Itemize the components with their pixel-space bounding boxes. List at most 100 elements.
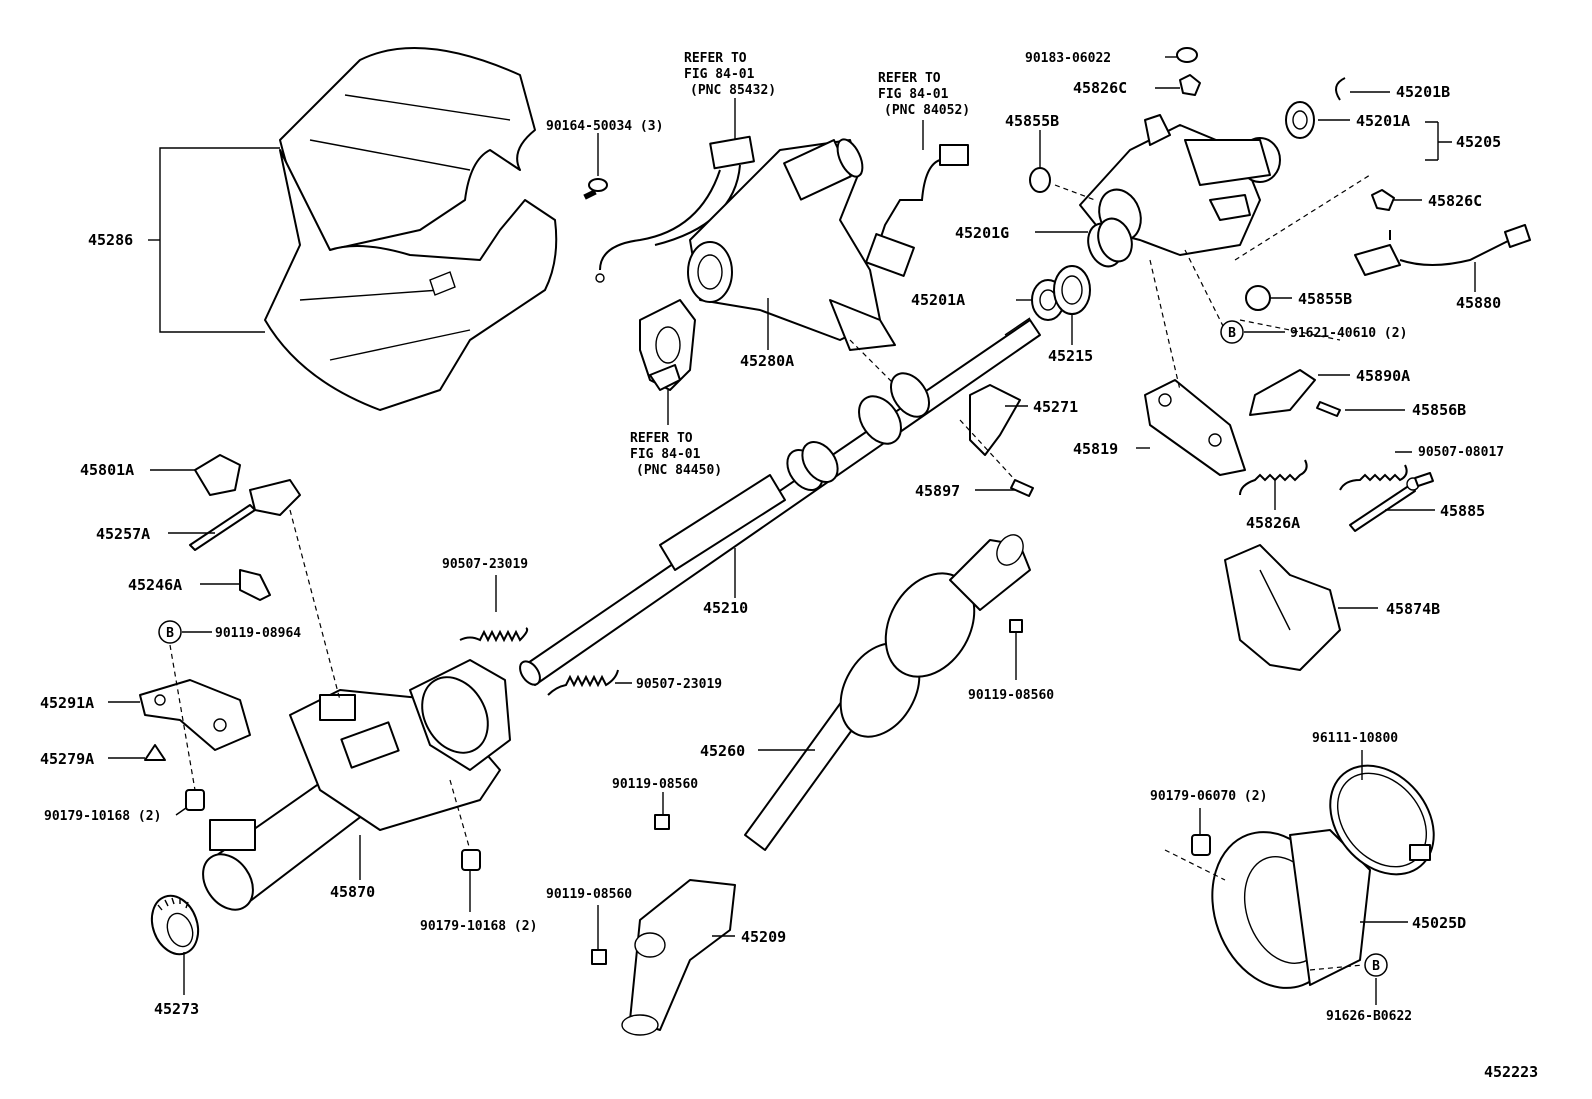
- bracket-45819-drawing: [1144, 379, 1246, 476]
- label-45870: 45870: [330, 883, 375, 901]
- label-45201A-top: 45201A: [1356, 112, 1410, 130]
- bearing-45201A-top-drawing: [1285, 101, 1315, 139]
- label-45273: 45273: [154, 1000, 199, 1018]
- bolt-45855B-top-drawing: [1029, 167, 1051, 193]
- label-45826C-right: 45826C: [1428, 192, 1482, 210]
- label-45201A-mid: 45201A: [911, 291, 965, 309]
- cover-45025D-drawing: [1211, 829, 1371, 989]
- label-90507-23019-upper: 90507-23019: [442, 557, 528, 572]
- bolt-45855B-mid-drawing: [1245, 285, 1271, 311]
- label-45897: 45897: [915, 482, 960, 500]
- diagram-code: 452223: [1484, 1063, 1538, 1081]
- label-45209: 45209: [741, 928, 786, 946]
- refer-84450-line1: REFER TO: [630, 431, 693, 446]
- plate-45291A-drawing: [139, 679, 251, 751]
- label-45855B-mid: 45855B: [1298, 290, 1352, 308]
- clip-45246A-drawing: [239, 569, 271, 601]
- clip-45801A-drawing: [194, 454, 241, 496]
- bolt-90119-08560-a-drawing: [1009, 619, 1023, 648]
- label-90179-10168-left: 90179-10168 (2): [44, 809, 161, 824]
- spring-45201G-drawing: [1087, 217, 1133, 268]
- wire-45880-drawing: [1354, 224, 1531, 276]
- main-shaft-45210-drawing: [519, 317, 1041, 686]
- bolt-90119-08560-c-drawing: [591, 949, 607, 965]
- universal-joint-45209-drawing: [621, 879, 736, 1036]
- label-45880: 45880: [1456, 294, 1501, 312]
- label-45801A: 45801A: [80, 461, 134, 479]
- label-90164-50034: 90164-50034 (3): [546, 119, 663, 134]
- label-45855B-top: 45855B: [1005, 112, 1059, 130]
- lock-housing-45280A-drawing: [687, 138, 896, 351]
- label-90507-08017: 90507-08017: [1418, 445, 1504, 460]
- intermediate-shaft-45260-drawing: [744, 534, 1031, 851]
- label-90179-10168-bottom: 90179-10168 (2): [420, 919, 537, 934]
- label-45279A: 45279A: [40, 750, 94, 768]
- label-45826A: 45826A: [1246, 514, 1300, 532]
- clip-90183-drawing: [1176, 47, 1198, 63]
- ring-45215-drawing: [1053, 265, 1091, 315]
- column-cover-drawing: [264, 47, 558, 411]
- label-45874B: 45874B: [1386, 600, 1440, 618]
- label-45215: 45215: [1048, 347, 1093, 365]
- b-marker-upper-right: B: [1220, 320, 1244, 344]
- spring-90507-b-drawing: [547, 669, 619, 696]
- label-45819: 45819: [1073, 440, 1118, 458]
- pin-45856B-drawing: [1316, 401, 1341, 417]
- bearing-45273-drawing: [150, 894, 200, 956]
- label-45280A: 45280A: [740, 352, 794, 370]
- label-45890A: 45890A: [1356, 367, 1410, 385]
- b-marker-lower-right: B: [1364, 953, 1388, 977]
- label-90119-08560-bottom: 90119-08560: [546, 887, 632, 902]
- lever-45890A-drawing: [1249, 369, 1316, 416]
- refer-84052-line1: REFER TO: [878, 71, 941, 86]
- refer-85432-line3: (PNC 85432): [690, 83, 776, 98]
- cover-45874B-drawing: [1224, 544, 1341, 671]
- label-45856B: 45856B: [1412, 401, 1466, 419]
- label-45246A: 45246A: [128, 576, 182, 594]
- refer-84450-line3: (PNC 84450): [636, 463, 722, 478]
- clip-45826C-top-drawing: [1179, 74, 1201, 96]
- clamp-96111-drawing: [1329, 764, 1435, 876]
- column-tube-45870-drawing: [202, 659, 511, 911]
- switch-84450-drawing: [639, 299, 696, 391]
- nut-90179-10168-bottom-drawing: [461, 849, 481, 871]
- label-96111-10800: 96111-10800: [1312, 731, 1398, 746]
- svg-text:B: B: [166, 626, 174, 641]
- plate-45271-drawing: [969, 384, 1021, 456]
- label-45205: 45205: [1456, 133, 1501, 151]
- label-90119-08560-mid: 90119-08560: [612, 777, 698, 792]
- washer-45279A-drawing: [144, 744, 166, 761]
- spring-90507-a-drawing: [459, 627, 529, 643]
- label-45025D: 45025D: [1412, 914, 1466, 932]
- label-45271: 45271: [1033, 398, 1078, 416]
- label-45885: 45885: [1440, 502, 1485, 520]
- label-90507-23019-lower: 90507-23019: [636, 677, 722, 692]
- rod-45885-drawing: [1349, 472, 1434, 532]
- label-90119-08560-right: 90119-08560: [968, 688, 1054, 703]
- nut-90179-10168-left-drawing: [185, 789, 205, 811]
- svg-text:B: B: [1372, 959, 1380, 974]
- refer-85432-line1: REFER TO: [684, 51, 747, 66]
- clip-45826C-right-drawing: [1371, 189, 1395, 211]
- bolt-90119-08560-b-drawing: [654, 814, 670, 830]
- spring-90507-08017-drawing: [1339, 464, 1408, 491]
- label-45257A: 45257A: [96, 525, 150, 543]
- label-90119-08964: 90119-08964: [215, 626, 301, 641]
- spring-45826A-drawing: [1239, 459, 1308, 496]
- screw-90164-drawing: [583, 178, 608, 200]
- snap-ring-45201B-drawing: [1335, 77, 1346, 101]
- label-91621-40610: 91621-40610 (2): [1290, 326, 1407, 341]
- steering-column-exploded-diagram: B B B 45286 90164-50034 (3) REFER TO FIG…: [40, 47, 1538, 1081]
- refer-84052-line2: FIG 84-01: [878, 87, 949, 102]
- nut-90179-06070-drawing: [1191, 834, 1211, 856]
- harness-84052-drawing: [865, 144, 969, 277]
- refer-84052-line3: (PNC 84052): [884, 103, 970, 118]
- label-45210: 45210: [703, 599, 748, 617]
- upper-bracket-45205-drawing: [1079, 114, 1281, 256]
- refer-84450-line2: FIG 84-01: [630, 447, 701, 462]
- pin-45897-drawing: [1010, 479, 1034, 497]
- label-45286: 45286: [88, 231, 133, 249]
- b-marker-left: B: [158, 620, 182, 644]
- svg-text:B: B: [1228, 326, 1236, 341]
- label-45291A: 45291A: [40, 694, 94, 712]
